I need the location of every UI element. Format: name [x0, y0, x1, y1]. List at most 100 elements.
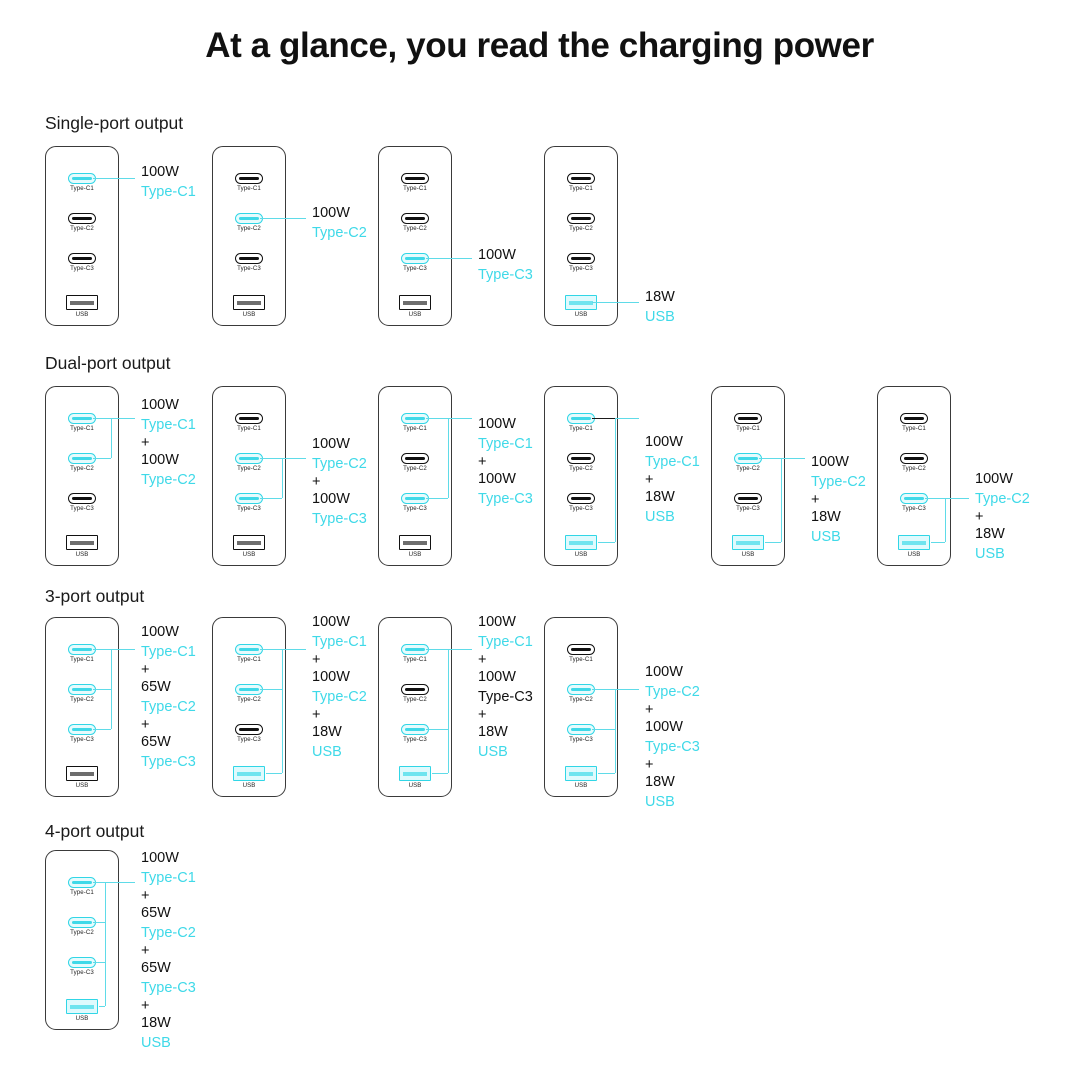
- port-c1[interactable]: Type-C1: [226, 173, 272, 193]
- port-c3[interactable]: Type-C3: [226, 724, 272, 744]
- port-usb-active[interactable]: USB: [725, 535, 771, 559]
- usb-a-icon: [66, 295, 98, 310]
- watt-value: 100W: [141, 397, 179, 413]
- port-c1-active[interactable]: Type-C1: [392, 413, 438, 433]
- port-c1[interactable]: Type-C1: [558, 173, 604, 193]
- port-c2[interactable]: Type-C2: [891, 453, 937, 473]
- usb-c-icon: [734, 493, 762, 504]
- port-c1-active[interactable]: Type-C1: [392, 644, 438, 664]
- port-usb-active[interactable]: USB: [558, 535, 604, 559]
- watt-value: 100W: [312, 205, 350, 221]
- port-usb-active[interactable]: USB: [59, 999, 105, 1023]
- port-c1-active[interactable]: Type-C1: [59, 644, 105, 664]
- port-c3[interactable]: Type-C3: [558, 253, 604, 273]
- port-c1-active[interactable]: Type-C1: [226, 644, 272, 664]
- port-usb[interactable]: USB: [59, 766, 105, 790]
- plus-symbol: +: [645, 702, 654, 718]
- port-label: Type-C1: [237, 425, 261, 432]
- port-usb-active[interactable]: USB: [226, 766, 272, 790]
- port-name-value: Type-C3: [312, 510, 367, 527]
- port-label: Type-C2: [237, 225, 261, 232]
- port-c2-active[interactable]: Type-C2: [725, 453, 771, 473]
- port-label: Type-C2: [237, 696, 261, 703]
- port-c2[interactable]: Type-C2: [558, 213, 604, 233]
- port-usb[interactable]: USB: [59, 295, 105, 319]
- port-c1[interactable]: Type-C1: [558, 644, 604, 664]
- port-label: Type-C2: [70, 929, 94, 936]
- port-usb[interactable]: USB: [59, 535, 105, 559]
- port-c2[interactable]: Type-C2: [558, 453, 604, 473]
- port-c1[interactable]: Type-C1: [392, 173, 438, 193]
- port-c2-active[interactable]: Type-C2: [226, 453, 272, 473]
- port-c3-active[interactable]: Type-C3: [891, 493, 937, 513]
- port-c2[interactable]: Type-C2: [392, 213, 438, 233]
- port-c1[interactable]: Type-C1: [891, 413, 937, 433]
- port-c2[interactable]: Type-C2: [59, 213, 105, 233]
- port-c3[interactable]: Type-C3: [558, 493, 604, 513]
- port-c3-active[interactable]: Type-C3: [558, 724, 604, 744]
- port-usb-active[interactable]: USB: [558, 766, 604, 790]
- port-c3[interactable]: Type-C3: [725, 493, 771, 513]
- usb-a-icon: [399, 535, 431, 550]
- port-label: Type-C1: [902, 425, 926, 432]
- port-c3-active[interactable]: Type-C3: [59, 724, 105, 744]
- port-c2-active[interactable]: Type-C2: [558, 684, 604, 704]
- port-c3-active[interactable]: Type-C3: [59, 957, 105, 977]
- watt-value: 100W: [478, 471, 516, 487]
- port-c1[interactable]: Type-C1: [226, 413, 272, 433]
- port-c1-active[interactable]: Type-C1: [59, 413, 105, 433]
- port-label: Type-C1: [237, 185, 261, 192]
- port-c2-active[interactable]: Type-C2: [59, 917, 105, 937]
- usb-c-icon: [401, 253, 429, 264]
- port-c2-active[interactable]: Type-C2: [59, 684, 105, 704]
- port-name-value: Type-C2: [312, 455, 367, 472]
- port-usb-active[interactable]: USB: [891, 535, 937, 559]
- port-usb[interactable]: USB: [226, 295, 272, 319]
- port-c3-active[interactable]: Type-C3: [392, 253, 438, 273]
- port-c2-active[interactable]: Type-C2: [59, 453, 105, 473]
- port-usb-active[interactable]: USB: [392, 766, 438, 790]
- port-usb[interactable]: USB: [226, 535, 272, 559]
- port-c1-active[interactable]: Type-C1: [59, 877, 105, 897]
- connector-line: [426, 497, 448, 499]
- port-c3-active[interactable]: Type-C3: [392, 724, 438, 744]
- port-c3-active[interactable]: Type-C3: [226, 493, 272, 513]
- port-c3[interactable]: Type-C3: [59, 493, 105, 513]
- port-c3-active[interactable]: Type-C3: [392, 493, 438, 513]
- port-c1-active[interactable]: Type-C1: [558, 413, 604, 433]
- port-c2[interactable]: Type-C2: [392, 684, 438, 704]
- port-label: Type-C2: [403, 225, 427, 232]
- connector-line: [931, 541, 945, 543]
- connector-line: [598, 772, 615, 774]
- port-c3[interactable]: Type-C3: [59, 253, 105, 273]
- port-usb-active[interactable]: USB: [558, 295, 604, 319]
- port-usb[interactable]: USB: [392, 535, 438, 559]
- port-c2-active[interactable]: Type-C2: [226, 213, 272, 233]
- port-c2[interactable]: Type-C2: [392, 453, 438, 473]
- port-usb[interactable]: USB: [392, 295, 438, 319]
- port-c3[interactable]: Type-C3: [226, 253, 272, 273]
- port-c2-active[interactable]: Type-C2: [226, 684, 272, 704]
- port-c1[interactable]: Type-C1: [725, 413, 771, 433]
- connector-line: [925, 497, 945, 499]
- port-c1-active[interactable]: Type-C1: [59, 173, 105, 193]
- port-name-value: Type-C2: [141, 698, 196, 715]
